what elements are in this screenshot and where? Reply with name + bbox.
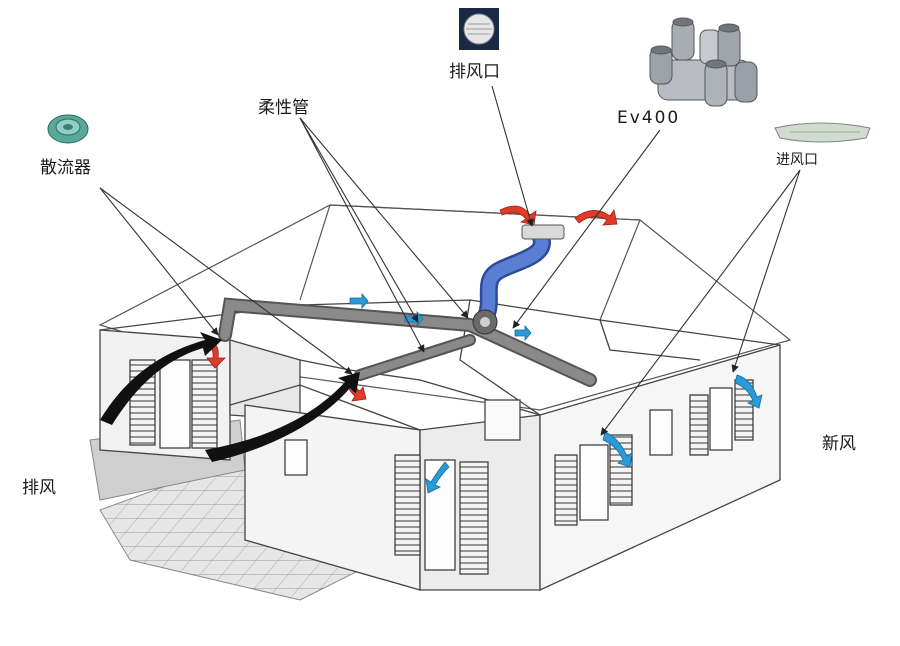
flexible-duct — [476, 224, 565, 323]
ev400-unit-icon — [649, 17, 758, 107]
label-supply-vent: 进风口 — [776, 152, 818, 168]
attic-unit — [472, 309, 498, 335]
leader-lines — [99, 85, 801, 436]
main-duct — [218, 297, 597, 387]
label-flexible-duct: 柔性管 — [258, 98, 309, 118]
label-ev400: Ev400 — [617, 108, 681, 128]
label-diffuser: 散流器 — [40, 158, 91, 178]
diffuser-icon — [47, 114, 89, 144]
label-exhaust-air: 排风 — [22, 478, 56, 498]
label-exhaust-vent: 排风口 — [449, 62, 500, 82]
supply-vent-icon — [774, 122, 871, 143]
outdoor-airflow-arrows — [100, 332, 360, 462]
exhaust-vent-icon — [459, 8, 499, 50]
label-fresh-air: 新风 — [822, 434, 856, 454]
doors-windows — [129, 359, 754, 575]
